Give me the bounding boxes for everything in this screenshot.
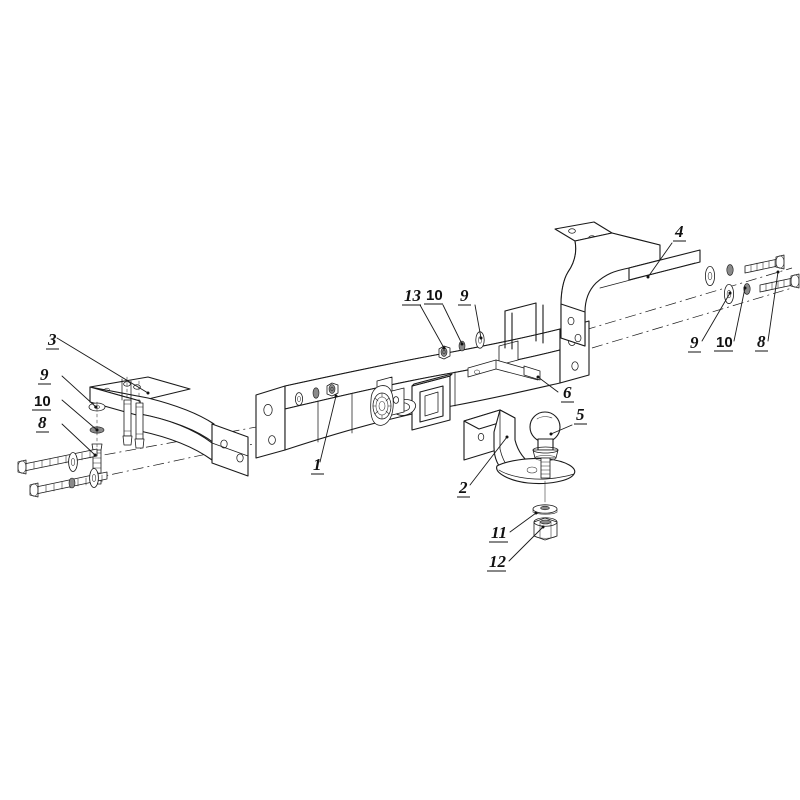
callout-anchor-dot (728, 291, 732, 295)
callout-leader-1 (319, 395, 337, 463)
callout-leader-4 (647, 242, 673, 278)
callout-anchor-dot (646, 275, 650, 279)
callout-leaders (56, 242, 780, 562)
callout-number-2: 2 (458, 478, 468, 497)
callout-number-9: 9 (460, 286, 469, 305)
callout-leader-9 (61, 375, 97, 408)
callout-anchor-dot (536, 375, 540, 379)
socket-bracket (467, 359, 541, 381)
callout-leader-6 (537, 376, 559, 393)
callout-anchor-dot (743, 286, 747, 290)
right-washer (705, 265, 716, 286)
tow-ball (529, 411, 561, 479)
callout-leader-12 (508, 526, 544, 562)
callout-leader-2 (469, 436, 508, 486)
callout-leader-3 (56, 337, 149, 394)
callout-number-9: 9 (40, 365, 49, 384)
callout-number-13: 13 (404, 286, 422, 305)
callout-number-6: 6 (563, 383, 572, 402)
callout-anchor-dot (334, 394, 338, 398)
top-hardware-row (438, 331, 485, 360)
left-mounting-bracket (89, 376, 249, 477)
top-nut-13 (438, 345, 451, 360)
callout-leader-13 (419, 304, 445, 349)
callout-number-11: 11 (491, 523, 507, 542)
callout-number-10: 10 (34, 393, 51, 410)
callout-number-12: 12 (489, 552, 507, 571)
electrical-socket-plate (370, 385, 394, 426)
callout-number-1: 1 (313, 455, 322, 474)
callout-number-4: 4 (674, 222, 684, 241)
callout-leader-8 (767, 271, 779, 342)
right-lock-washer (726, 264, 734, 276)
left-bracket-studs (122, 376, 145, 449)
ball-fasteners (532, 480, 558, 541)
callout-anchor-dot (549, 432, 553, 436)
right-mounting-bracket (554, 221, 701, 347)
callout-number-5: 5 (576, 405, 585, 424)
top-lock-washer (458, 340, 466, 352)
callout-leader-10 (733, 287, 746, 342)
ball-nut (533, 517, 558, 541)
callout-anchor-dot (505, 435, 509, 439)
callout-leader-5 (550, 424, 573, 435)
callout-leader-10 (61, 399, 98, 431)
callout-leader-11 (509, 512, 537, 533)
left-lower-bolts (17, 448, 108, 498)
receiver-tube (387, 373, 453, 431)
callout-leader-8 (61, 423, 96, 456)
callout-number-9: 9 (690, 333, 699, 352)
callout-anchor-dot (146, 391, 150, 395)
left-lock-washer-b (68, 477, 76, 489)
callout-leader-9 (701, 292, 731, 342)
callout-anchor-dot (541, 525, 545, 529)
ball-mount-arm (463, 409, 576, 485)
callout-anchor-dot (442, 346, 446, 350)
callout-number-8: 8 (38, 413, 47, 432)
callout-leader-10 (442, 304, 463, 345)
callout-anchor-dot (95, 428, 99, 432)
left-washer-b (68, 452, 78, 472)
left-washer-c (89, 468, 99, 488)
callout-number-10: 10 (716, 334, 733, 351)
callout-leader-9 (474, 304, 482, 339)
callout-number-10: 10 (426, 287, 443, 304)
right-hardware-row-a (705, 254, 785, 286)
callout-anchor-dot (534, 511, 538, 515)
right-lock-washer-b (743, 283, 751, 295)
callout-anchor-dot (93, 453, 97, 457)
callout-anchor-dot (460, 342, 464, 346)
right-bolt (744, 254, 785, 274)
callout-number-3: 3 (47, 330, 57, 349)
callout-anchor-dot (776, 270, 780, 274)
callout-anchor-dot (479, 336, 483, 340)
callout-anchor-dot (94, 405, 98, 409)
mid-bar-hardware (294, 382, 339, 406)
callout-number-8: 8 (757, 332, 766, 351)
